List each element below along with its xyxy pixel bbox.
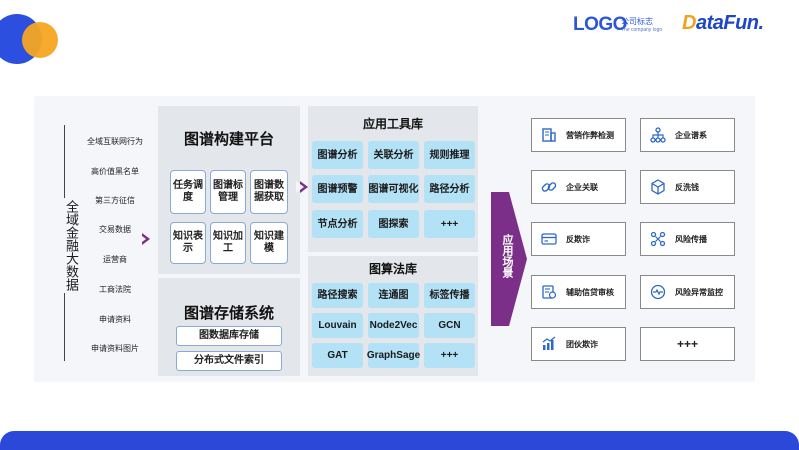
tool-cell: 节点分析 [312,210,363,238]
tool-cell: 规则推理 [424,141,475,169]
scenario-card: 风险传播 [640,222,735,256]
scenario-card: 企业关联 [531,170,626,204]
source-item: 交易数据 [99,225,131,234]
algorithm-cell: 路径搜索 [312,283,363,308]
org-tree-icon [649,126,667,144]
algorithm-cell: Louvain [312,313,363,338]
source-item: 申请资料 [99,315,131,324]
storage-cell: 图数据库存储 [176,326,282,346]
algorithm-cell: 连通图 [368,283,419,308]
algorithm-cell: GAT [312,343,363,368]
algorithm-cell: GCN [424,313,475,338]
scenario-card: 反洗钱 [640,170,735,204]
build-platform-title: 图谱构建平台 [183,131,274,148]
bottom-band [0,431,799,450]
scenario-card: 辅助信贷审核 [531,275,626,309]
application-arrow-icon [491,192,527,326]
tool-cell: 图谱预警 [312,175,363,203]
tool-cell: 图探索 [368,210,419,238]
source-item: 申请资料图片 [91,344,139,353]
source-item: 高价值黑名单 [91,167,139,176]
build-cell: 图谱数据获取 [250,170,288,214]
source-item: 运营商 [103,255,127,264]
building-icon [540,126,558,144]
card-icon [540,230,558,248]
algorithm-cell: +++ [424,343,475,368]
algorithms-title: 图算法库 [368,262,417,276]
scenario-card: 营销作弊检测 [531,118,626,152]
source-item: 全域互联网行为 [87,137,143,146]
build-cell: 任务调度 [170,170,206,214]
storage-title: 图谱存储系统 [183,305,274,322]
flow-arrow-icon [138,233,150,245]
scenario-card-more: +++ [640,327,735,361]
scenario-card: 团伙欺诈 [531,327,626,361]
tools-title: 应用工具库 [362,117,423,131]
scenario-card: 风险异常监控 [640,275,735,309]
source-item: 第三方征信 [95,196,135,205]
company-logo: LOGO [573,14,627,35]
build-cell: 图谱标管理 [210,170,246,214]
scenario-card: 反欺诈 [531,222,626,256]
tool-cell: 路径分析 [424,175,475,203]
chart-icon [540,335,558,353]
application-arrow-label: 应用场景 [501,234,513,278]
scenario-card: 企业谱系 [640,118,735,152]
tool-cell: 图谱分析 [312,141,363,169]
algorithm-cell: Node2Vec [368,313,419,338]
cube-icon [649,178,667,196]
build-cell: 知识表示 [170,222,206,264]
storage-cell: 分布式文件索引 [176,351,282,371]
link-icon [540,178,558,196]
orange-circle-decoration [22,22,58,58]
tool-cell: 关联分析 [368,141,419,169]
network-icon [649,230,667,248]
algorithm-cell: GraphSage [367,343,420,368]
tool-cell: +++ [424,210,475,238]
source-item: 工商法院 [99,285,131,294]
bill-icon [540,283,558,301]
algorithm-cell: 标签传播 [424,283,475,308]
sources-group-label: 全域金融大数据 [53,198,79,293]
build-cell: 知识加工 [210,222,246,264]
flow-arrow-icon [296,181,308,193]
monitor-icon [649,283,667,301]
company-logo-cn: 公司标志 [621,17,653,26]
tool-cell: 图谱可视化 [368,175,419,203]
company-logo-sub: The company logo [621,27,663,33]
datafun-logo: DataFun. [682,12,764,34]
corner-decoration [0,0,70,70]
build-cell: 知识建模 [250,222,288,264]
